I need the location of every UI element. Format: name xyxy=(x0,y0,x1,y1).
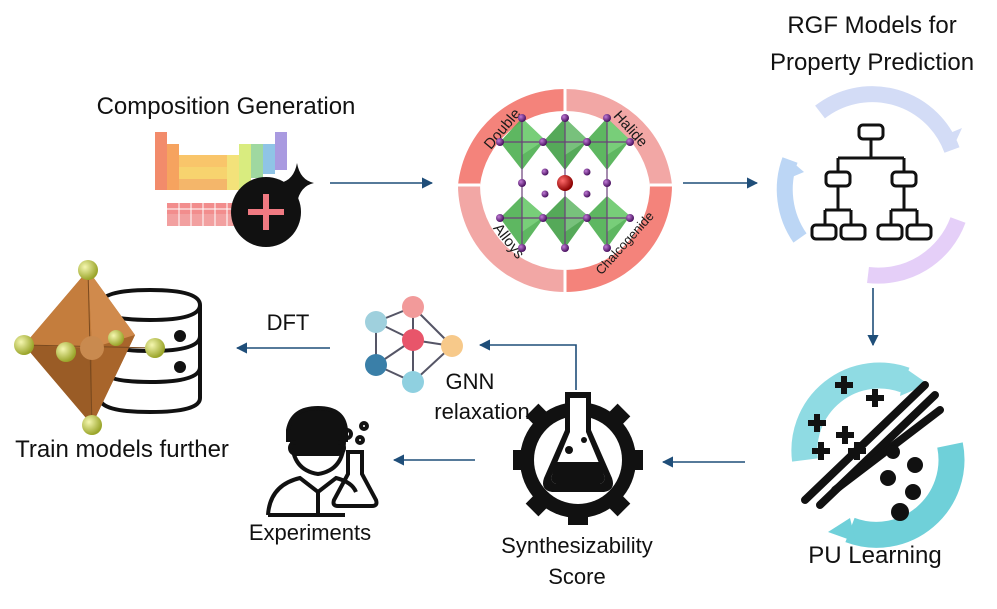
ring-segment-halide xyxy=(565,88,672,185)
perovskite-family-ring: Double Halide Alloys Chalcogenide xyxy=(458,88,672,292)
gnn-block: GNN relaxation xyxy=(365,296,530,424)
decision-tree-icon xyxy=(810,123,933,241)
synthesizability-label-line2: Score xyxy=(548,564,605,589)
ring-segment-chalcogenide xyxy=(565,185,672,292)
rgf-label-line2: Property Prediction xyxy=(770,49,974,76)
composition-generation-block: Composition Generation xyxy=(97,93,356,247)
graph-nodes xyxy=(365,296,463,393)
rgf-models-block: RGF Models for Property Prediction xyxy=(770,12,974,284)
scientist-icon xyxy=(266,405,358,517)
flask-icon xyxy=(331,421,379,508)
ring-segment-double xyxy=(458,88,565,185)
ring-segment-alloys xyxy=(458,185,565,292)
dft-label: DFT xyxy=(267,310,310,335)
train-models-block: Train models further xyxy=(14,260,229,463)
gnn-label-line2: relaxation xyxy=(434,399,529,424)
train-models-label: Train models further xyxy=(15,436,229,463)
gnn-label-line1: GNN xyxy=(446,369,495,394)
pu-learning-label: PU Learning xyxy=(808,542,941,569)
experiments-block: Experiments xyxy=(249,405,379,545)
cycle-arrows-icon xyxy=(776,86,966,284)
experiments-label: Experiments xyxy=(249,520,371,545)
unlabeled-samples-icon xyxy=(880,445,923,521)
arrow-synthesizability-to-gnn xyxy=(478,339,577,390)
periodic-table-icon xyxy=(155,132,287,226)
pu-learning-block: PU Learning xyxy=(791,362,965,569)
synthesizability-block: Synthesizability Score xyxy=(501,392,653,589)
synthesizability-label-line1: Synthesizability xyxy=(501,533,653,558)
perovskite-structure-icon xyxy=(496,114,634,252)
rgf-label-line1: RGF Models for xyxy=(787,12,956,39)
octahedron-structure-icon xyxy=(14,260,165,435)
gear-flask-icon xyxy=(513,392,643,525)
positive-samples-icon xyxy=(808,376,884,460)
generate-plus-sparkle-icon xyxy=(231,163,314,247)
pu-cycle-icon xyxy=(791,362,965,548)
composition-generation-label: Composition Generation xyxy=(97,93,356,120)
